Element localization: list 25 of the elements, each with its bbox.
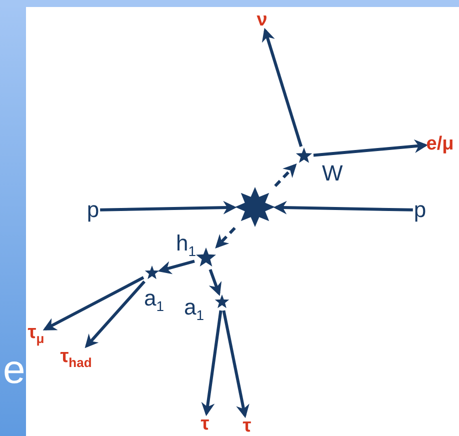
- arrow: [313, 140, 428, 157]
- particle-label: τ$_{had}$: [60, 347, 92, 369]
- arrow: [84, 280, 146, 348]
- particle-label: τ: [242, 416, 252, 436]
- arrow: [274, 164, 297, 188]
- arrow: [222, 310, 250, 418]
- particle-label: p: [86, 199, 100, 221]
- particle-label: τ$_{μ}$: [28, 323, 44, 345]
- arrow: [158, 260, 195, 274]
- arrow: [215, 226, 236, 248]
- particle-label: τ: [200, 414, 210, 434]
- particle-label: p: [414, 199, 426, 221]
- particle-label: e/μ: [426, 134, 454, 154]
- arrow: [262, 28, 303, 147]
- arrow: [273, 200, 413, 214]
- slide-text-fragment: e: [3, 350, 26, 390]
- arrow: [100, 200, 237, 214]
- particle-label: ν: [256, 10, 268, 30]
- particle-label: a$_{1}$: [184, 296, 204, 322]
- arrow: [42, 276, 144, 330]
- arrow: [208, 268, 222, 296]
- arrow: [201, 310, 222, 416]
- particle-label: W: [322, 162, 343, 184]
- particle-label: h$_{1}$: [176, 232, 196, 258]
- particle-label: a$_{1}$: [144, 287, 164, 312]
